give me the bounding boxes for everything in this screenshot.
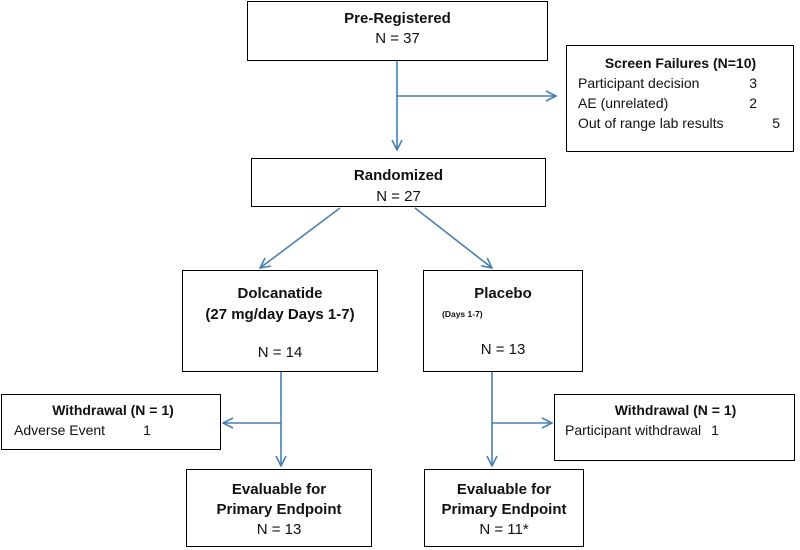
evaluable-left-line1: Evaluable for <box>231 481 327 498</box>
evaluable-right-box: Evaluable for Primary Endpoint N = 11* <box>424 469 584 547</box>
randomized-n: N = 27 <box>376 188 421 205</box>
withdrawal-right-box: Withdrawal (N = 1) Participant withdrawa… <box>554 394 795 461</box>
withdrawal-left-count: 1 <box>143 422 151 438</box>
screen-failure-count: 5 <box>772 115 780 131</box>
evaluable-left-n: N = 13 <box>256 521 302 538</box>
evaluable-right-n: N = 11* <box>479 521 529 538</box>
withdrawal-left-item: Adverse Event 1 <box>14 420 212 440</box>
placebo-subtitle: (Days 1-7) <box>442 309 483 319</box>
placebo-title: Placebo <box>474 285 532 302</box>
screen-failures-box: Screen Failures (N=10) Participant decis… <box>566 45 794 152</box>
screen-failure-item: AE (unrelated) 2 <box>578 93 783 113</box>
arrow-randomized-to-placebo <box>414 207 492 268</box>
screen-failure-item: Participant decision 3 <box>578 73 783 93</box>
withdrawal-left-label: Adverse Event <box>14 422 106 438</box>
withdrawal-right-item: Participant withdrawal 1 <box>565 420 786 440</box>
evaluable-right-line2: Primary Endpoint <box>441 501 567 518</box>
screen-failure-label: Participant decision <box>578 75 700 91</box>
dolcanatide-box: Dolcanatide (27 mg/day Days 1-7) N = 14 <box>182 270 378 372</box>
pre-registered-n: N = 37 <box>375 30 420 47</box>
withdrawal-right-count: 1 <box>711 422 719 438</box>
evaluable-left-line2: Primary Endpoint <box>216 501 342 518</box>
withdrawal-left-title: Withdrawal (N = 1) <box>52 402 174 418</box>
withdrawal-left-box: Withdrawal (N = 1) Adverse Event 1 <box>1 394 221 450</box>
placebo-box: Placebo (Days 1-7) N = 13 <box>423 270 583 372</box>
dolcanatide-dose: (27 mg/day Days 1-7) <box>205 306 355 323</box>
randomized-box: Randomized N = 27 <box>251 158 546 207</box>
screen-failure-count: 2 <box>749 95 757 111</box>
withdrawal-right-label: Participant withdrawal <box>565 422 702 438</box>
pre-registered-box: Pre-Registered N = 37 <box>247 1 548 61</box>
screen-failure-item: Out of range lab results 5 <box>578 113 783 133</box>
screen-failure-count: 3 <box>749 75 757 91</box>
dolcanatide-n: N = 14 <box>257 344 303 361</box>
withdrawal-right-title: Withdrawal (N = 1) <box>614 402 737 418</box>
evaluable-left-box: Evaluable for Primary Endpoint N = 13 <box>186 469 372 547</box>
randomized-title: Randomized <box>353 167 444 184</box>
pre-registered-title: Pre-Registered <box>344 10 451 27</box>
placebo-n: N = 13 <box>480 341 526 358</box>
dolcanatide-title: Dolcanatide <box>237 285 323 302</box>
arrow-randomized-to-dolcanatide <box>260 207 341 268</box>
evaluable-right-line1: Evaluable for <box>456 481 552 498</box>
screen-failure-label: Out of range lab results <box>578 115 724 131</box>
screen-failure-label: AE (unrelated) <box>578 95 669 111</box>
screen-failures-title: Screen Failures (N=10) <box>604 55 757 71</box>
